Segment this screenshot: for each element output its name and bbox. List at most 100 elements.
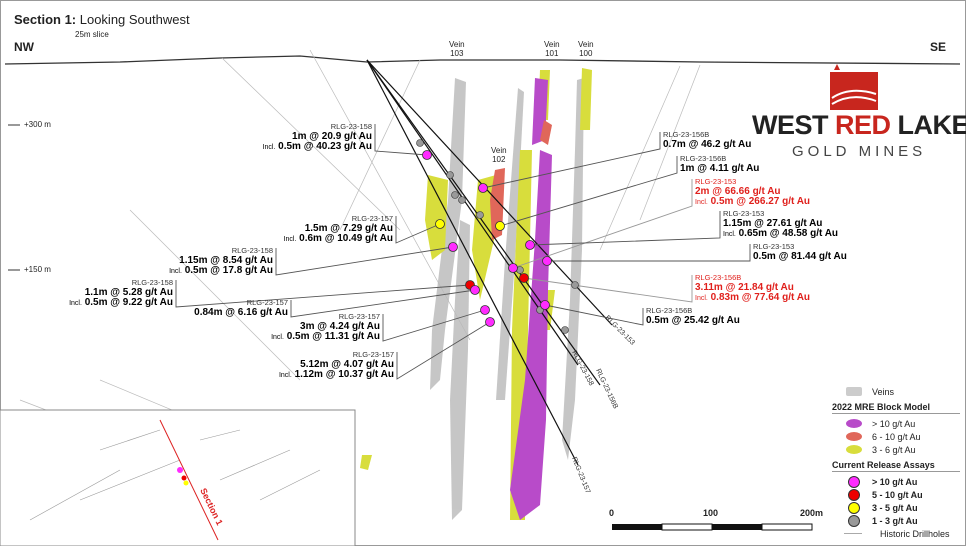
scale-label-0: 0 (609, 508, 615, 518)
block-swatch-icon (846, 419, 862, 428)
intercept-grade: 0.7m @ 46.2 g/t Au (663, 139, 752, 150)
intercept-included: Incl. 0.5m @ 17.8 g/t Au (169, 265, 273, 276)
intercept-hole: RLG-23-156B (680, 154, 727, 163)
intercept-hole: RLG-23-158 (330, 122, 372, 131)
intercept-grade: 1.5m @ 7.29 g/t Au (304, 223, 393, 234)
leader-line (275, 246, 454, 276)
legend-assay-item: > 10 g/t Au (832, 475, 960, 488)
assay-dot (480, 305, 490, 315)
legend-block-model-title: 2022 MRE Block Model (832, 402, 960, 414)
intercept-included: Incl. 0.6m @ 10.49 g/t Au (283, 233, 393, 244)
legend-assay-item: 3 - 5 g/t Au (832, 501, 960, 514)
assay-dot (451, 191, 459, 199)
assay-dot-icon (848, 514, 860, 527)
leader-line (395, 216, 441, 244)
historic-line-icon (844, 533, 862, 534)
veins (430, 78, 584, 520)
leader-line (374, 124, 428, 156)
section-line (159, 419, 219, 541)
intercept-hole: RLG-23-157 (246, 298, 288, 307)
intercept-included: Incl. 0.5m @ 11.31 g/t Au (271, 331, 380, 342)
intercept-hole: RLG-23-157 (351, 214, 393, 223)
scale-bar (612, 523, 813, 531)
block-swatch-icon (846, 445, 862, 454)
assay-dot (525, 240, 535, 250)
assay-dot (485, 317, 495, 327)
intercept-hole: RLG-23-153 (753, 242, 795, 251)
leader-line (544, 304, 644, 326)
direction-se: SE (930, 40, 947, 54)
intercept-hole: RLG-23-153 (695, 177, 737, 186)
assay-dot (478, 183, 488, 193)
assay-dot (458, 196, 466, 204)
elevation-300: +300 m (24, 120, 51, 129)
leader-lines (175, 124, 751, 380)
assay-dot (435, 219, 445, 229)
section-title: Section 1: Looking Southwest (14, 12, 190, 27)
assay-dot (470, 285, 480, 295)
legend-assays-title: Current Release Assays (832, 460, 960, 472)
drillhole-label: RLG-23-156B (594, 368, 619, 410)
inset-map: Section 1 (0, 409, 356, 546)
intercept-grade: 3m @ 4.24 g/t Au (300, 321, 380, 332)
current-drillholes (366, 59, 613, 466)
leader-line (482, 132, 661, 189)
intercept-hole: RLG-23-157 (338, 312, 380, 321)
intercept-hole: RLG-23-157 (352, 350, 394, 359)
intercept-grade: 1m @ 4.11 g/t Au (680, 163, 760, 174)
leader-line (396, 321, 491, 380)
assay-dot (542, 256, 552, 266)
assay-dot (540, 300, 550, 310)
company-logo (830, 64, 878, 110)
intercept-included: Incl. 0.65m @ 48.58 g/t Au (723, 228, 839, 239)
intercept-grade: 0.5m @ 25.42 g/t Au (646, 315, 740, 326)
intercept-grade: 1m @ 20.9 g/t Au (292, 131, 372, 142)
leader-line (523, 275, 693, 303)
intercept-included: Incl. 0.5m @ 40.23 g/t Au (262, 141, 372, 152)
assay-dot (495, 221, 505, 231)
section-subtitle: 25m slice (75, 30, 109, 39)
logo-subtitle: GOLD MINES (792, 143, 927, 160)
topography-line (4, 55, 961, 65)
legend-veins: Veins (832, 385, 960, 398)
intercept-included: Incl. 0.5m @ 9.22 g/t Au (69, 297, 173, 308)
intercept-hole: RLG-23-156B (695, 273, 742, 282)
legend: Veins 2022 MRE Block Model > 10 g/t Au 6 … (832, 385, 960, 540)
intercept-hole: RLG-23-153 (723, 209, 765, 218)
assay-dot-icon (848, 475, 860, 488)
leader-line (382, 309, 486, 342)
intercept-hole: RLG-23-156B (646, 306, 693, 315)
assay-dot (416, 139, 424, 147)
intercept-hole: RLG-23-158 (231, 246, 273, 255)
intercept-included: Incl. 1.12m @ 10.37 g/t Au (278, 369, 394, 380)
intercept-grade: 1.15m @ 8.54 g/t Au (179, 255, 273, 266)
intercept-grade: 1.1m @ 5.28 g/t Au (84, 287, 173, 298)
leader-line (175, 280, 471, 308)
intercept-included: Incl. 0.83m @ 77.64 g/t Au (695, 292, 811, 303)
direction-nw: NW (14, 40, 34, 54)
logo-wordmark: WEST RED LAKE (752, 110, 966, 140)
legend-assay-item: 1 - 3 g/t Au (832, 514, 960, 527)
intercept-grade: 5.12m @ 4.07 g/t Au (300, 359, 394, 370)
drillhole-label: RLG-23-153 (604, 314, 636, 346)
assay-dot (519, 273, 529, 283)
legend-block-model-item: 6 - 10 g/t Au (832, 430, 960, 443)
intercept-hole: RLG-23-158 (131, 278, 173, 287)
intercept-grade: 0.5m @ 81.44 g/t Au (753, 251, 847, 262)
assay-dot (476, 211, 484, 219)
assay-dot (422, 150, 432, 160)
